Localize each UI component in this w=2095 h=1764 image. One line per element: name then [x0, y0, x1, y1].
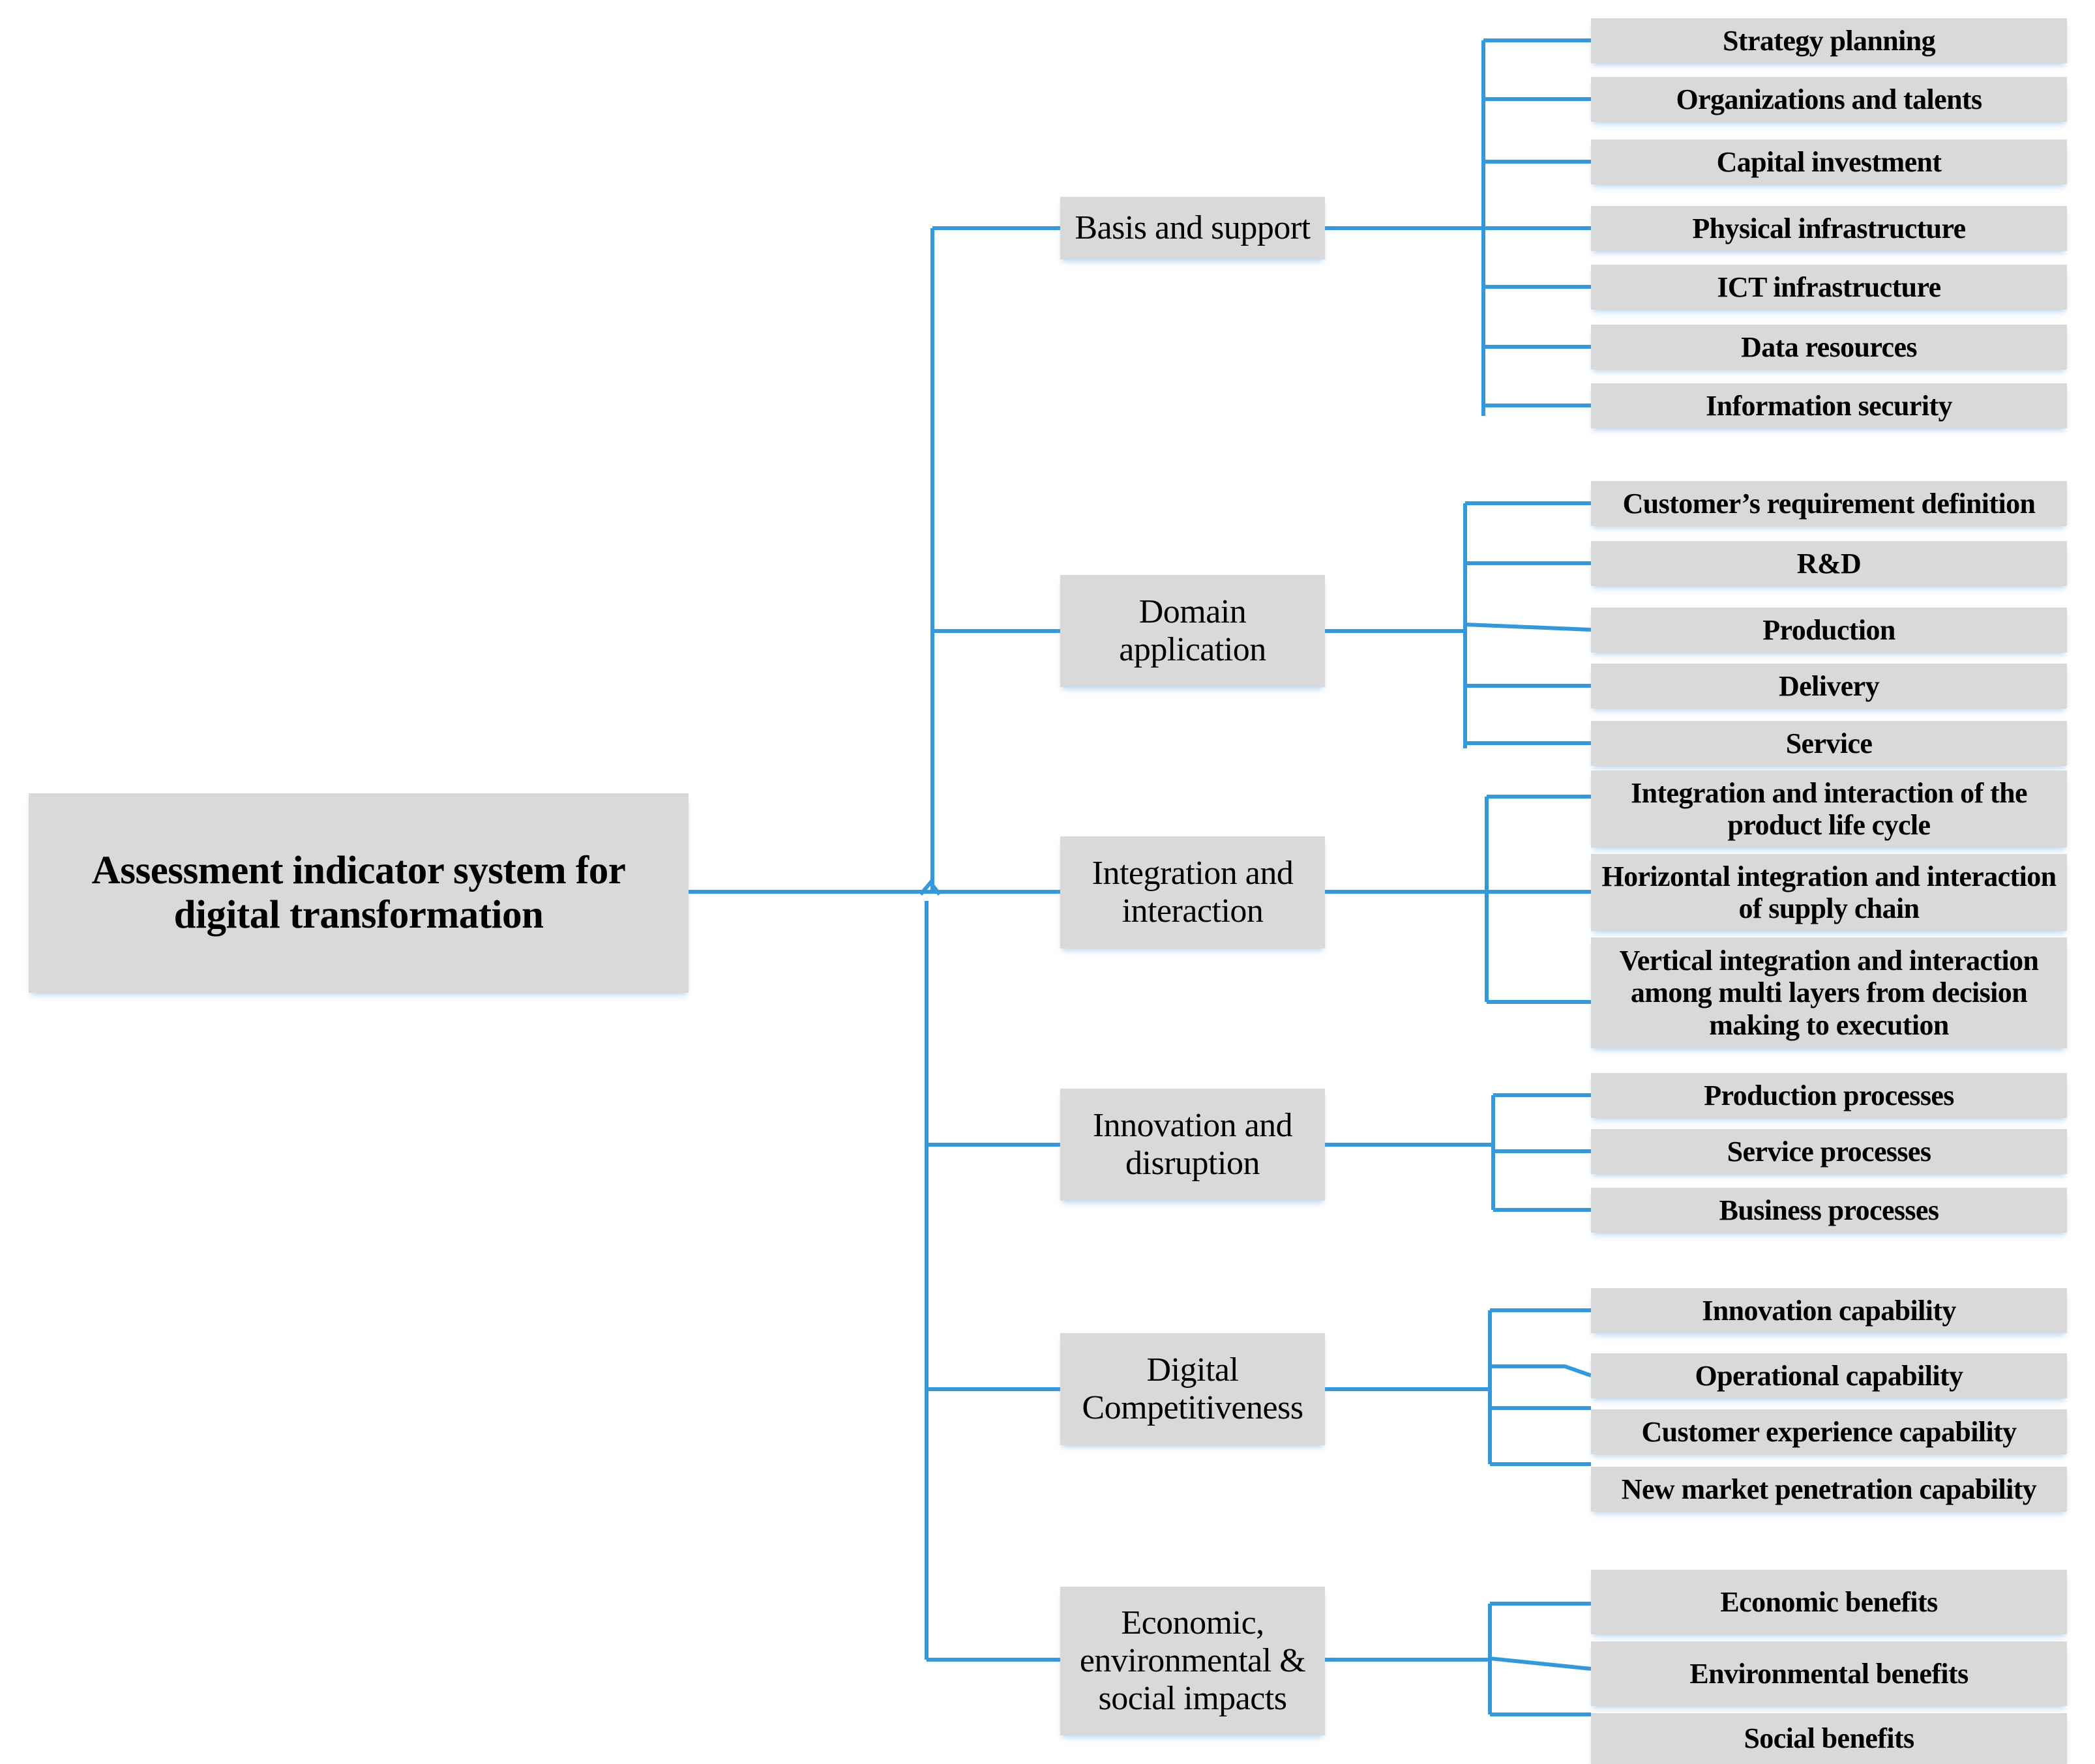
leaf-node[interactable]: Delivery — [1591, 664, 2067, 709]
branch-node-economic-environmental-social-impacts[interactable]: Economic, environmental & social impacts — [1060, 1587, 1325, 1735]
branch-node-innovation-and-disruption[interactable]: Innovation and disruption — [1060, 1089, 1325, 1201]
leaf-node[interactable]: Operational capability — [1591, 1353, 2067, 1398]
leaf-node[interactable]: Production processes — [1591, 1073, 2067, 1118]
leaf-label: Operational capability — [1695, 1359, 1964, 1392]
branch-node-basis-and-support[interactable]: Basis and support — [1060, 197, 1325, 259]
leaf-label: Organizations and talents — [1676, 83, 1982, 115]
leaf-label: New market penetration capability — [1621, 1473, 2037, 1505]
branch-label: Digital Competitiveness — [1082, 1351, 1303, 1426]
leaf-node[interactable]: Service — [1591, 721, 2067, 766]
root-node-label: Assessment indicator system for digital … — [91, 848, 626, 937]
leaf-label: Customer experience capability — [1641, 1415, 2017, 1448]
leaf-label: Horizontal integration and interaction o… — [1601, 860, 2057, 924]
leaf-label: Physical infrastructure — [1692, 212, 1966, 244]
leaf-label: R&D — [1796, 547, 1862, 580]
leaf-label: Environmental benefits — [1689, 1657, 1969, 1690]
leaf-label: Information security — [1706, 389, 1952, 422]
branch-label: Integration and interaction — [1092, 854, 1294, 930]
leaf-label: Vertical integration and interaction amo… — [1619, 945, 2039, 1041]
leaf-label: Delivery — [1778, 669, 1880, 702]
branch-node-digital-competitiveness[interactable]: Digital Competitiveness — [1060, 1333, 1325, 1445]
leaf-node[interactable]: Organizations and talents — [1591, 77, 2067, 122]
leaf-node[interactable]: ICT infrastructure — [1591, 265, 2067, 310]
root-node[interactable]: Assessment indicator system for digital … — [29, 793, 689, 993]
leaf-node[interactable]: Strategy planning — [1591, 18, 2067, 63]
leaf-node[interactable]: Horizontal integration and interaction o… — [1591, 854, 2067, 931]
leaf-label: Social benefits — [1744, 1722, 1914, 1755]
leaf-node[interactable]: Integration and interaction of the produ… — [1591, 771, 2067, 847]
leaf-node[interactable]: New market penetration capability — [1591, 1467, 2067, 1512]
leaf-node[interactable]: Environmental benefits — [1591, 1641, 2067, 1706]
leaf-label: Capital investment — [1716, 145, 1942, 178]
leaf-node[interactable]: Service processes — [1591, 1129, 2067, 1174]
leaf-node[interactable]: Customer experience capability — [1591, 1409, 2067, 1454]
leaf-label: Strategy planning — [1723, 24, 1936, 57]
leaf-node[interactable]: Economic benefits — [1591, 1570, 2067, 1634]
leaf-label: ICT infrastructure — [1717, 271, 1941, 303]
leaf-node[interactable]: Social benefits — [1591, 1713, 2067, 1764]
leaf-label: Production — [1762, 613, 1895, 646]
leaf-node[interactable]: Business processes — [1591, 1188, 2067, 1233]
leaf-node[interactable]: Production — [1591, 608, 2067, 653]
leaf-label: Economic benefits — [1720, 1585, 1938, 1618]
leaf-label: Customer’s requirement definition — [1622, 487, 2036, 520]
leaf-label: Innovation capability — [1702, 1294, 1956, 1327]
leaf-node[interactable]: Physical infrastructure — [1591, 206, 2067, 251]
leaf-node[interactable]: Capital investment — [1591, 140, 2067, 184]
leaf-node[interactable]: Data resources — [1591, 325, 2067, 370]
leaf-label: Production processes — [1704, 1079, 1954, 1111]
branch-label: Innovation and disruption — [1092, 1106, 1293, 1182]
branch-label: Domain application — [1119, 593, 1266, 668]
branch-node-domain-application[interactable]: Domain application — [1060, 575, 1325, 687]
leaf-label: Integration and interaction of the produ… — [1631, 776, 2027, 841]
leaf-node[interactable]: R&D — [1591, 541, 2067, 586]
branch-node-integration-and-interaction[interactable]: Integration and interaction — [1060, 836, 1325, 948]
leaf-label: Data resources — [1741, 331, 1917, 363]
branch-label: Economic, environmental & social impacts — [1079, 1604, 1306, 1718]
leaf-node[interactable]: Innovation capability — [1591, 1288, 2067, 1333]
leaf-node[interactable]: Customer’s requirement definition — [1591, 481, 2067, 526]
leaf-node[interactable]: Vertical integration and interaction amo… — [1591, 937, 2067, 1048]
leaf-label: Business processes — [1719, 1194, 1939, 1226]
leaf-node[interactable]: Information security — [1591, 383, 2067, 428]
leaf-label: Service processes — [1727, 1135, 1931, 1168]
branch-label: Basis and support — [1075, 209, 1311, 246]
leaf-label: Service — [1785, 727, 1873, 759]
